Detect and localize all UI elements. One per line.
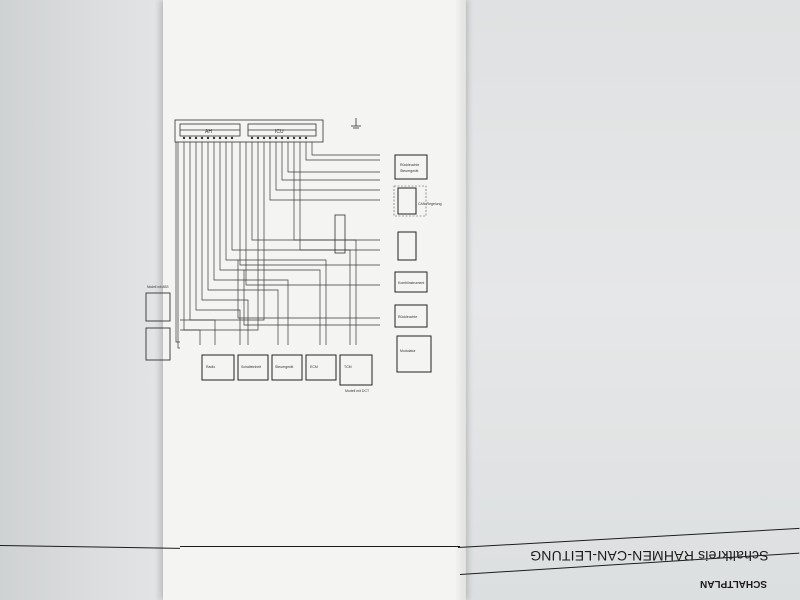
footer-rule-insert — [180, 546, 460, 548]
module-label-right-3: CAN-Regelung — [418, 202, 442, 206]
top-connector-block — [174, 119, 324, 143]
connector-pins-top — [182, 136, 308, 140]
module-box-right-4 — [394, 271, 428, 293]
section-label: SCHALTPLAN — [700, 578, 768, 589]
right-page — [455, 0, 800, 600]
section-title: Schaltkreis RAHMEN-CAN-LEITUNG — [530, 548, 769, 564]
module-box-bottom-2 — [305, 354, 337, 381]
module-box-left-2 — [145, 327, 171, 361]
module-label-bottom-3: Steuergerät — [275, 365, 293, 369]
connector-label-icu: ICU — [275, 129, 284, 135]
module-box-right-2 — [397, 187, 417, 215]
module-label-right-1: Rückleuchte — [400, 163, 419, 167]
note-abs: Modell mit ABS — [147, 285, 169, 289]
module-label-right-6: Modulator — [400, 349, 416, 353]
can-regulation-dashed-frame — [393, 185, 427, 217]
ground-symbol — [351, 118, 361, 129]
module-label-bottom-1: TCM — [344, 365, 352, 369]
module-box-right-5 — [394, 304, 428, 328]
connector-label-ah: AH — [205, 129, 212, 135]
module-box-right-3 — [397, 231, 417, 261]
module-label-right-4: Kombiinstrument — [398, 281, 424, 285]
module-label-bottom-4: Schalteinheit — [241, 365, 261, 369]
vertical-wires — [175, 142, 380, 349]
module-label-bottom-5: Radio — [206, 365, 215, 369]
module-label-right-2: Steuergerät — [400, 169, 418, 173]
module-box-bottom-3 — [271, 354, 303, 381]
module-label-right-5: Rückleuchte — [398, 315, 417, 319]
note-dct: Modell mit DCT — [345, 389, 370, 393]
module-box-right-6 — [396, 335, 432, 373]
terminating-resistor — [334, 214, 346, 254]
module-box-bottom-4 — [237, 354, 269, 381]
module-box-bottom-5 — [201, 354, 235, 381]
left-page — [0, 0, 170, 600]
module-box-bottom-1 — [339, 354, 373, 386]
module-box-left-1 — [145, 292, 171, 322]
module-label-bottom-2: ECM — [310, 365, 318, 369]
module-box-right-1 — [394, 154, 428, 180]
